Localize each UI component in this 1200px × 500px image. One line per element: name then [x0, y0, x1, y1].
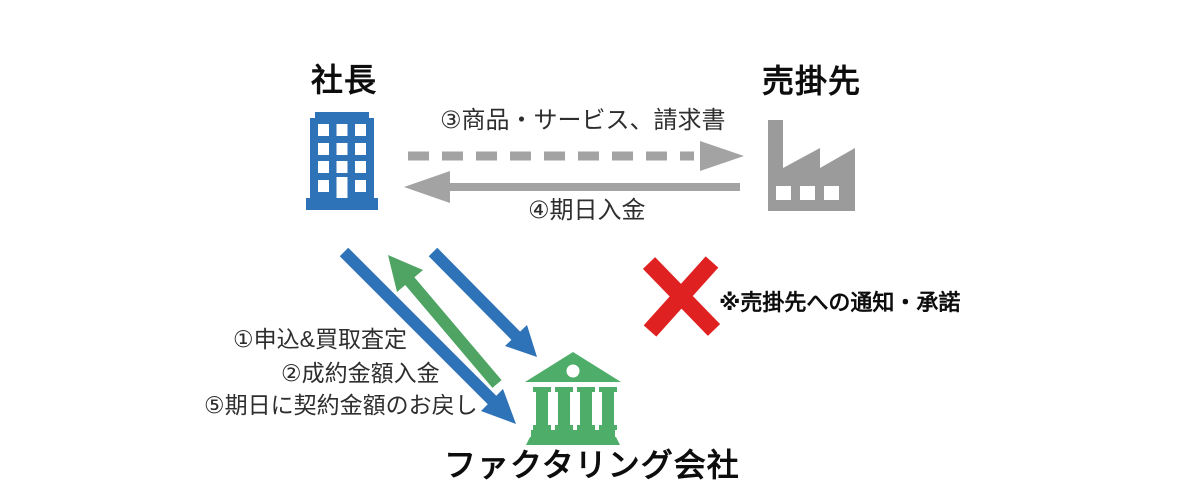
label-step5-return-payment: ⑤期日に契約金額のお戻し	[204, 392, 478, 418]
bank-pediment-circle	[566, 364, 580, 378]
office-building-icon	[306, 112, 378, 210]
client-title: 売掛先	[762, 63, 862, 99]
note-no-notification: ※売掛先への通知・承諾	[719, 290, 961, 315]
factoring-title: ファクタリング会社	[444, 447, 740, 483]
label-step2-contract-payment: ②成約金額入金	[281, 360, 440, 386]
bank-icon	[525, 352, 621, 445]
label-step4-due-date-payment: ④期日入金	[528, 197, 646, 224]
president-title: 社長	[311, 62, 378, 98]
arrow-return-payment-blue	[428, 247, 537, 357]
factory-icon	[768, 120, 855, 211]
label-step3-goods-services: ③商品・サービス、請求書	[440, 107, 726, 134]
factory-windows	[776, 186, 839, 200]
label-step1-application: ①申込&買取査定	[233, 326, 407, 352]
arrow-goods-services-dashed	[408, 141, 744, 171]
building-windows	[318, 124, 366, 198]
red-cross-icon	[642, 256, 721, 337]
